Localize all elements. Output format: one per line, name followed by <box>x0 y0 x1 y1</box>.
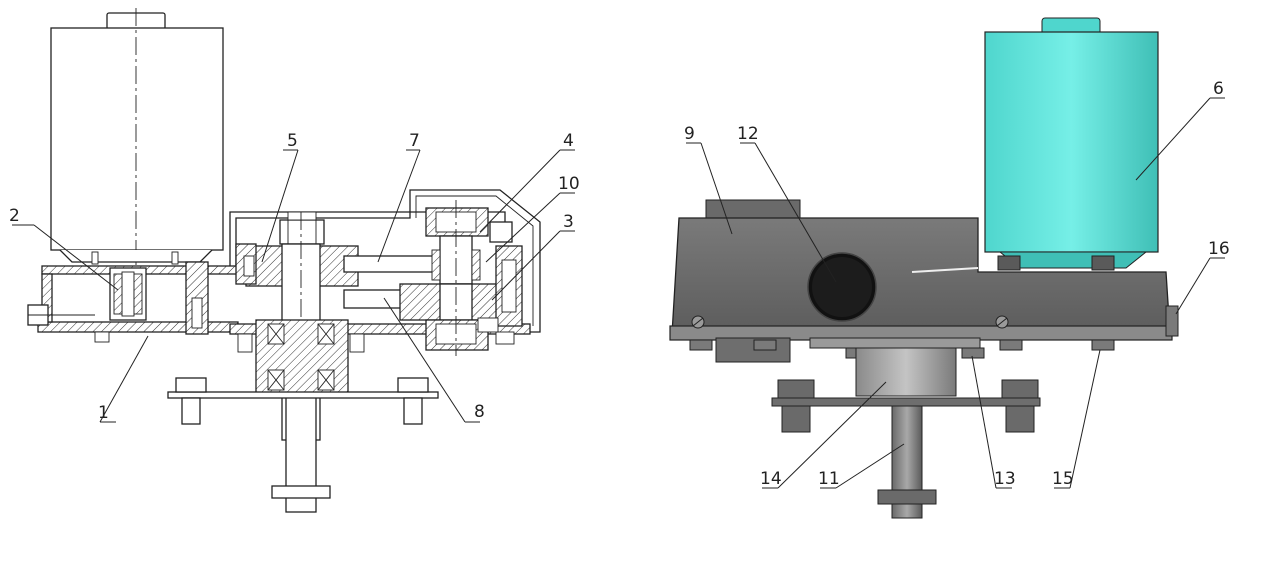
left-motor-coupling <box>109 261 209 335</box>
left-leader-lines <box>12 149 575 423</box>
left-section-view: 1 2 5 7 8 4 10 3 <box>9 8 580 513</box>
right-gearbox-housing <box>669 217 1173 363</box>
left-intermediate-shafts <box>235 243 441 309</box>
top-boss <box>705 199 801 221</box>
left-gear-cluster <box>399 200 523 356</box>
callout-13: 13 <box>994 469 1016 489</box>
housing-screws <box>691 315 1009 329</box>
callout-9: 9 <box>684 124 695 144</box>
right-leader-lines <box>686 97 1225 489</box>
right-mounting-flange <box>771 379 1041 433</box>
left-motor <box>50 8 224 300</box>
callout-8: 8 <box>474 402 485 422</box>
callout-6: 6 <box>1213 79 1224 99</box>
callout-4: 4 <box>563 131 574 151</box>
callout-2: 2 <box>9 206 20 226</box>
callout-1: 1 <box>98 403 109 423</box>
callout-3: 3 <box>563 212 574 232</box>
callout-5: 5 <box>287 131 298 151</box>
callout-7: 7 <box>409 131 420 151</box>
callout-12: 12 <box>737 124 759 144</box>
left-output-shaft <box>237 211 365 513</box>
callout-14: 14 <box>760 469 782 489</box>
right-motor <box>984 17 1159 271</box>
callout-10: 10 <box>558 174 580 194</box>
callout-11: 11 <box>818 469 840 489</box>
left-mounting-flange <box>167 377 439 425</box>
output-hub <box>855 347 957 397</box>
callout-16: 16 <box>1208 239 1230 259</box>
right-callout-labels: 9 12 6 16 14 11 13 15 <box>684 79 1230 489</box>
knob <box>807 252 877 322</box>
right-rendered-view: 9 12 6 16 14 11 13 15 <box>669 17 1230 519</box>
right-output-shaft <box>877 405 937 519</box>
callout-15: 15 <box>1052 469 1074 489</box>
left-callout-labels: 1 2 5 7 8 4 10 3 <box>9 131 580 423</box>
